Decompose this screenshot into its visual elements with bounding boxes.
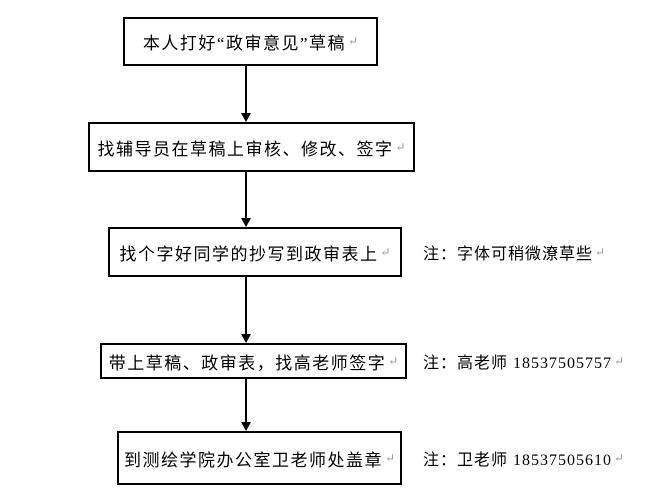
flow-step-label-4: 带上草稿、政审表，找高老师签字 xyxy=(108,353,387,373)
paragraph-return-icon: ↵ xyxy=(348,34,359,48)
arrowhead-down-icon xyxy=(241,218,251,227)
flow-step-label-3: 找个字好同学的抄写到政审表上 xyxy=(119,244,379,264)
side-note-step-4: 注：高老师 18537505757 ↵ xyxy=(423,343,624,379)
flow-step-box-2: 找辅导员在草稿上审核、修改、签字 ↵ xyxy=(88,122,415,172)
flow-step-label-5: 到测绘学院办公室卫老师处盖章 xyxy=(123,450,383,470)
paragraph-return-icon: ↵ xyxy=(614,450,625,465)
side-note-step-5: 注：卫老师 18537505610 ↵ xyxy=(423,431,624,485)
paragraph-return-icon: ↵ xyxy=(595,244,606,259)
flow-step-box-5: 到测绘学院办公室卫老师处盖章 ↵ xyxy=(117,431,402,485)
flow-step-box-1: 本人打好“政审意见”草稿 ↵ xyxy=(123,17,378,66)
flow-arrow-line-4 xyxy=(245,379,247,423)
side-note-text: 注：字体可稍微潦草些 xyxy=(423,246,594,263)
arrowhead-down-icon xyxy=(241,113,251,122)
paragraph-return-icon: ↵ xyxy=(380,244,391,259)
paragraph-return-icon: ↵ xyxy=(614,353,625,368)
flow-step-label-1: 本人打好“政审意见”草稿 xyxy=(142,34,347,53)
flow-arrow-line-1 xyxy=(245,66,247,114)
side-note-text: 注：卫老师 18537505610 xyxy=(423,452,613,469)
flow-step-label-2: 找辅导员在草稿上审核、修改、签字 xyxy=(97,139,394,159)
paragraph-return-icon: ↵ xyxy=(395,139,406,154)
flow-step-box-4: 带上草稿、政审表，找高老师签字 ↵ xyxy=(100,343,407,379)
arrowhead-down-icon xyxy=(241,334,251,343)
flow-arrow-line-2 xyxy=(245,172,247,219)
side-note-text: 注：高老师 18537505757 xyxy=(423,355,613,372)
side-note-step-3: 注：字体可稍微潦草些 ↵ xyxy=(423,227,605,277)
paragraph-return-icon: ↵ xyxy=(384,450,396,465)
paragraph-return-icon: ↵ xyxy=(388,353,399,368)
flow-step-box-3: 找个字好同学的抄写到政审表上 ↵ xyxy=(108,227,402,277)
flow-arrow-line-3 xyxy=(245,277,247,335)
arrowhead-down-icon xyxy=(241,422,251,431)
